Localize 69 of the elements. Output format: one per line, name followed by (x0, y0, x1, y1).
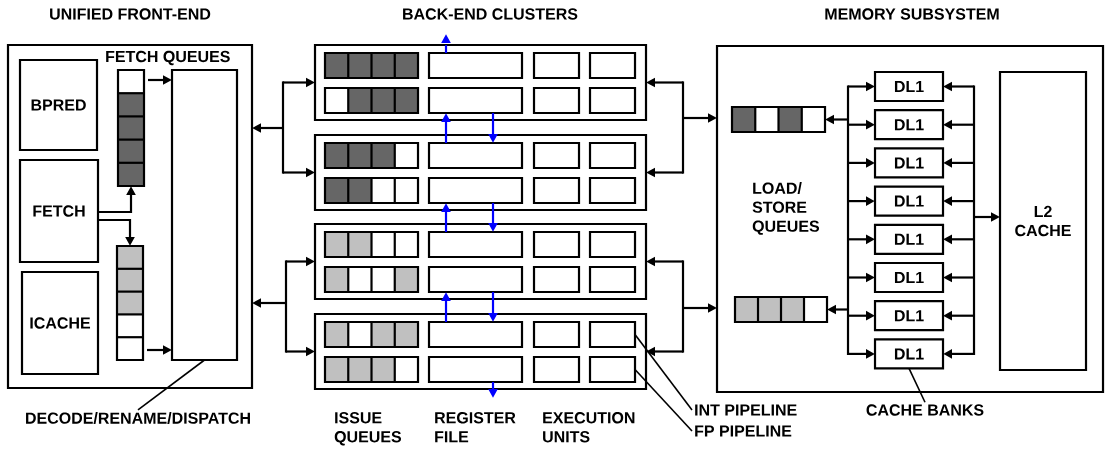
leader-line (908, 367, 926, 404)
unit-box: DL1 (873, 223, 945, 255)
text-label: FETCH QUEUES (106, 50, 230, 66)
panel-heading: UNIFIED FRONT-END (50, 8, 211, 20)
execution-unit-box (588, 86, 637, 115)
register-file-box (427, 320, 524, 349)
cluster-box (313, 133, 648, 212)
execution-unit-box (588, 355, 637, 384)
register-file-box (427, 355, 524, 384)
unit-box: DL1 (873, 185, 945, 217)
execution-unit-box (588, 230, 637, 259)
queue-bar (323, 86, 420, 115)
execution-unit-box (588, 265, 637, 294)
execution-unit-box (588, 320, 637, 349)
register-file-box (427, 230, 524, 259)
execution-unit-box (532, 51, 581, 80)
queue-bar (116, 68, 146, 188)
execution-unit-box (532, 176, 581, 205)
register-file-box (427, 86, 524, 115)
component-label: FP PIPELINE (695, 425, 792, 437)
register-file-box (427, 51, 524, 80)
text-label: LOAD/ STORE QUEUES (752, 182, 820, 235)
register-file-box (427, 265, 524, 294)
component-label: CACHE BANKS (866, 404, 984, 416)
cluster-box (313, 312, 648, 391)
queue-bar (323, 51, 420, 80)
text-label: BACK-END CLUSTERS (403, 8, 578, 20)
text-label: ISSUE QUEUES (334, 412, 402, 446)
component-label: DECODE/RENAME/DISPATCH (26, 412, 250, 424)
execution-unit-box (588, 176, 637, 205)
queue-bar (323, 230, 420, 259)
cluster-box (313, 43, 648, 122)
register-file-box (427, 176, 524, 205)
unit-box: DL1 (873, 261, 945, 294)
queue-bar (323, 141, 420, 170)
text-label: EXECUTION UNITS (543, 412, 635, 443)
register-file-box (427, 141, 524, 170)
text-label: REGISTER FILE (435, 412, 516, 443)
unit-box (170, 68, 239, 362)
unit-box: ICACHE (20, 270, 100, 376)
unit-box: FETCH (18, 158, 100, 264)
queue-bar (323, 176, 420, 205)
execution-unit-box (588, 51, 637, 80)
execution-unit-box (532, 265, 581, 294)
component-label: INT PIPELINE (695, 404, 797, 416)
panel-heading: MEMORY SUBSYSTEM (825, 8, 999, 20)
queue-bar (323, 355, 420, 384)
unit-box: L2 CACHE (998, 70, 1088, 372)
queue-bar (323, 320, 420, 349)
execution-unit-box (532, 320, 581, 349)
queue-bar (115, 244, 145, 362)
unit-box: DL1 (873, 300, 945, 332)
execution-unit-box (532, 86, 581, 115)
unit-box: DL1 (873, 338, 945, 370)
leader-line (634, 368, 693, 432)
leader-line (634, 333, 693, 411)
execution-unit-box (532, 141, 581, 170)
queue-bar (733, 295, 829, 324)
execution-unit-box (532, 355, 581, 384)
execution-unit-box (532, 230, 581, 259)
queue-bar (730, 105, 827, 134)
cluster-box (313, 222, 648, 301)
unit-box: DL1 (873, 147, 945, 179)
unit-box: DL1 (873, 109, 945, 141)
unit-box: DL1 (873, 70, 945, 103)
queue-bar (323, 265, 420, 294)
unit-box: BPRED (18, 58, 99, 152)
execution-unit-box (588, 141, 637, 170)
leader-line (137, 359, 206, 411)
